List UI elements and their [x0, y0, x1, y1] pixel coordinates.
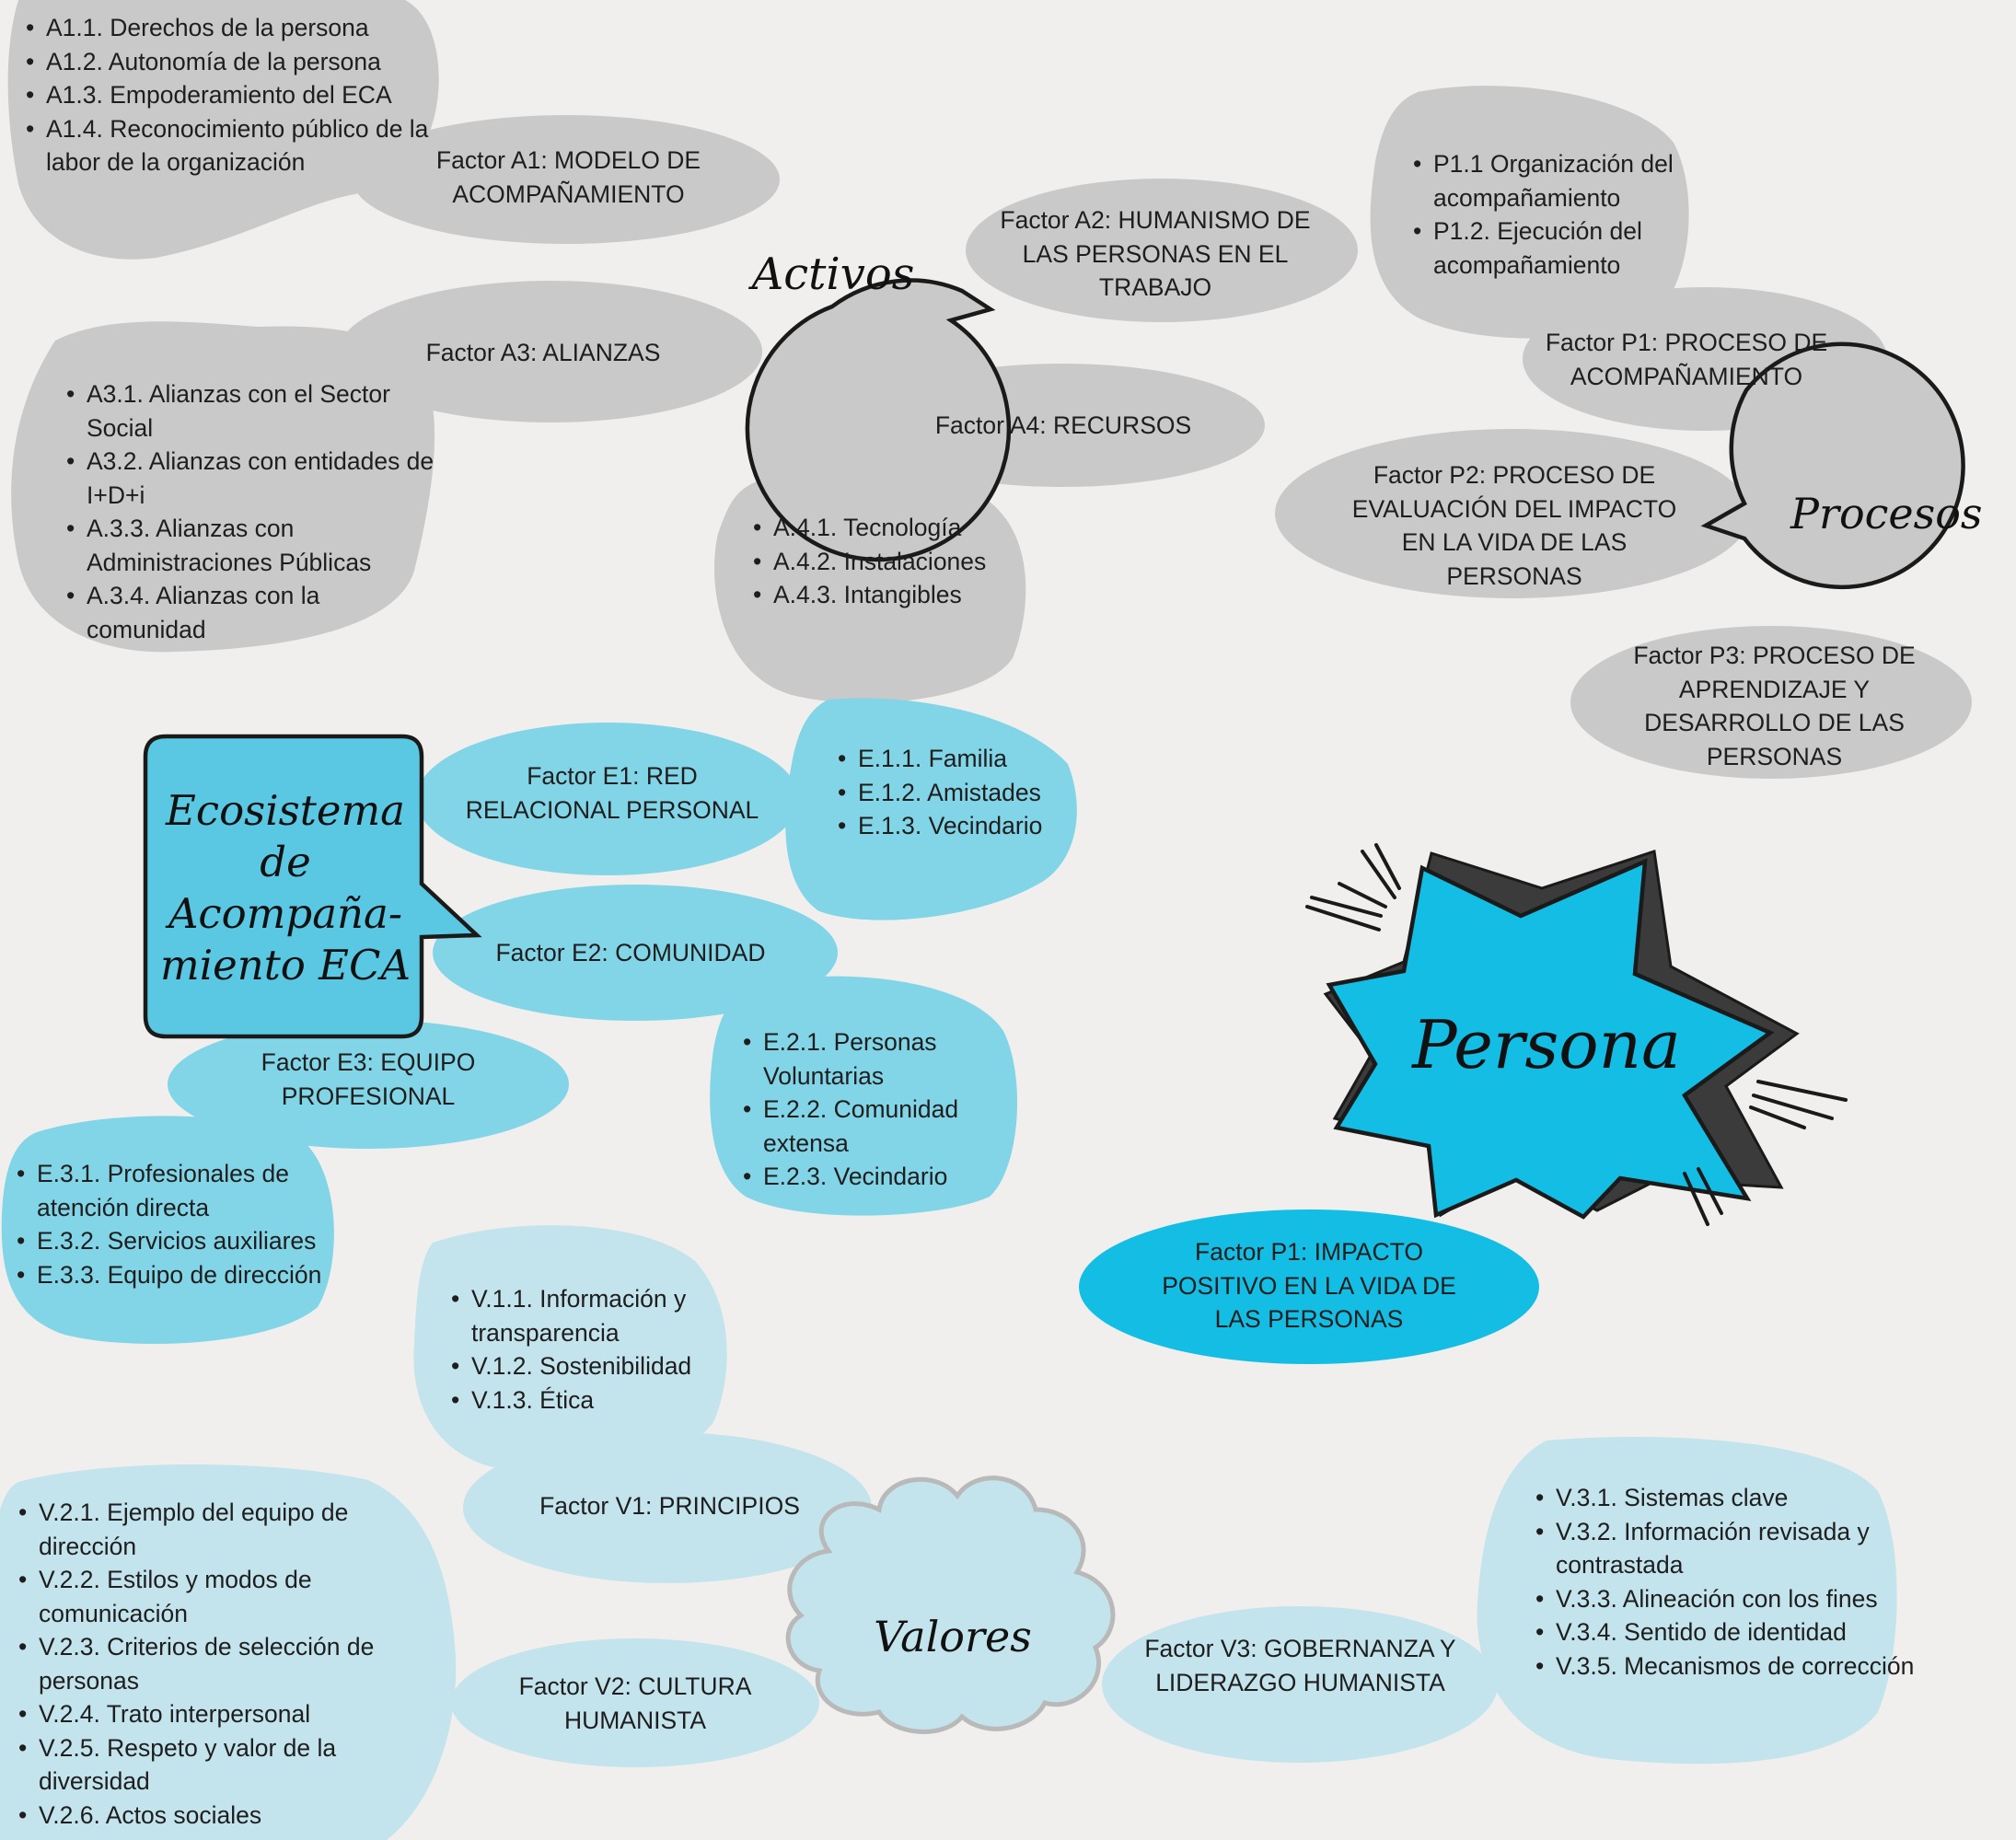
bubble-procesos: [1700, 341, 1965, 590]
blob-e2-factor: [433, 885, 838, 1021]
burst-persona: [1326, 858, 1775, 1220]
list-item: V.2.3. Criterios de selección de persona…: [18, 1630, 387, 1697]
list-item: V.2.1. Ejemplo del equipo de dirección: [18, 1496, 387, 1563]
list-item: A3.2. Alianzas con entidades de I+D+i: [66, 445, 434, 512]
list-item: V.3.4. Sentido de identidad: [1535, 1615, 1922, 1649]
list-item: A.4.1. Tecnología: [753, 511, 1029, 545]
list-item: V.1.1. Información y transparencia: [451, 1282, 727, 1349]
list-item: A.3.3. Alianzas con Administraciones Púb…: [66, 512, 434, 579]
blob-a1-factor: [353, 115, 780, 244]
e3-factor-title: Factor E3: EQUIPO PROFESIONAL: [261, 1048, 476, 1110]
ecosistema-title: Ecosistema de Acompaña- miento ECA: [160, 786, 411, 989]
e1-factor-title: Factor E1: RED RELACIONAL PERSONAL: [465, 762, 759, 824]
blob-a2-factor: [966, 179, 1358, 322]
blob-e3-factor: [168, 1020, 569, 1149]
persona-factor-title: Factor P1: IMPACTO POSITIVO EN LA VIDA D…: [1162, 1238, 1456, 1333]
list-item: A1.1. Derechos de la persona: [26, 11, 431, 45]
e2-factor-title: Factor E2: COMUNIDAD: [495, 939, 766, 966]
a1-items-list: A1.1. Derechos de la persona A1.2. Auton…: [26, 11, 431, 179]
v1-factor-title: Factor V1: PRINCIPIOS: [539, 1492, 800, 1520]
cloud-valores: [785, 1475, 1116, 1734]
list-item: E.3.3. Equipo de dirección: [17, 1258, 348, 1292]
list-item: A1.2. Autonomía de la persona: [26, 45, 431, 79]
persona-title: Persona: [1412, 1006, 1681, 1083]
list-item: A.4.3. Intangibles: [753, 578, 1029, 612]
valores-title: Valores: [874, 1612, 1032, 1661]
list-item: E.1.3. Vecindario: [838, 809, 1077, 843]
bubble-ecosistema: [143, 734, 482, 1039]
blob-v1-factor: [463, 1432, 872, 1583]
blob-p2-factor: [1275, 429, 1750, 598]
list-item: P1.2. Ejecución del acompañamiento: [1413, 214, 1689, 282]
list-item: A.3.4. Alianzas con la comunidad: [66, 579, 434, 646]
a4-factor-title: Factor A4: RECURSOS: [934, 411, 1192, 439]
p2-factor-title: Factor P2: PROCESO DE EVALUACIÓN DEL IMP…: [1351, 461, 1677, 590]
list-item: E.2.1. Personas Voluntarias: [743, 1025, 1010, 1093]
list-item: V.1.2. Sostenibilidad: [451, 1349, 727, 1383]
procesos-title: Procesos: [1790, 489, 1983, 538]
list-item: V.2.5. Respeto y valor de la diversidad: [18, 1731, 387, 1799]
a2-factor-title: Factor A2: HUMANISMO DE LAS PERSONAS EN …: [1000, 206, 1311, 301]
a3-items-list: A3.1. Alianzas con el Sector Social A3.2…: [66, 377, 434, 646]
p1-factor-title: Factor P1: PROCESO DE ACOMPAÑAMIENTO: [1545, 329, 1828, 390]
blob-p3-factor: [1570, 626, 1972, 779]
list-item: A1.4. Reconocimiento público de la labor…: [26, 112, 431, 179]
blob-v3-factor: [1102, 1606, 1498, 1763]
list-item: P1.1 Organización del acompañamiento: [1413, 147, 1689, 214]
p1-items-list: P1.1 Organización del acompañamiento P1.…: [1413, 147, 1689, 282]
list-item: V.2.4. Trato interpersonal: [18, 1697, 387, 1731]
list-item: E.2.2. Comunidad extensa: [743, 1093, 1010, 1160]
blob-a3-factor: [339, 281, 762, 422]
a3-factor-title: Factor A3: ALIANZAS: [425, 339, 661, 366]
list-item: V.3.1. Sistemas clave: [1535, 1481, 1922, 1515]
e1-items-list: E.1.1. Familia E.1.2. Amistades E.1.3. V…: [838, 742, 1077, 843]
list-item: V.3.2. Información revisada y contrastad…: [1535, 1515, 1922, 1582]
v3-factor-title: Factor V3: GOBERNANZA Y LIDERAZGO HUMANI…: [1144, 1635, 1456, 1696]
list-item: A3.1. Alianzas con el Sector Social: [66, 377, 434, 445]
e3-items-list: E.3.1. Profesionales de atención directa…: [17, 1157, 348, 1291]
list-item: V.3.5. Mecanismos de corrección: [1535, 1649, 1922, 1684]
v3-items-list: V.3.1. Sistemas clave V.3.2. Información…: [1535, 1481, 1922, 1683]
list-item: A.4.2. Instalaciones: [753, 545, 1029, 579]
list-item: E.3.1. Profesionales de atención directa: [17, 1157, 348, 1224]
list-item: V.1.3. Ética: [451, 1383, 727, 1418]
p3-factor-title: Factor P3: PROCESO DE APRENDIZAJE Y DESA…: [1633, 642, 1916, 770]
list-item: E.3.2. Servicios auxiliares: [17, 1224, 348, 1258]
list-item: V.2.2. Estilos y modos de comunicación: [18, 1563, 387, 1630]
a1-factor-title: Factor A1: MODELO DE ACOMPAÑAMIENTO: [435, 146, 701, 208]
list-item: A1.3. Empoderamiento del ECA: [26, 78, 431, 112]
list-item: E.2.3. Vecindario: [743, 1160, 1010, 1194]
blob-e1-factor: [416, 723, 799, 875]
list-item: E.1.2. Amistades: [838, 776, 1077, 810]
a4-items-list: A.4.1. Tecnología A.4.2. Instalaciones A…: [753, 511, 1029, 612]
v1-items-list: V.1.1. Información y transparencia V.1.2…: [451, 1282, 727, 1417]
v2-items-list: V.2.1. Ejemplo del equipo de dirección V…: [18, 1496, 387, 1832]
burst-action-lines: [1305, 843, 1848, 1226]
list-item: V.2.6. Actos sociales: [18, 1799, 387, 1833]
activos-title: Activos: [751, 249, 915, 300]
list-item: E.1.1. Familia: [838, 742, 1077, 776]
blob-persona-factor: [1079, 1209, 1539, 1364]
blob-v2-factor: [451, 1638, 819, 1767]
list-item: V.3.3. Alineación con los fines: [1535, 1582, 1922, 1616]
e2-items-list: E.2.1. Personas Voluntarias E.2.2. Comun…: [743, 1025, 1010, 1194]
v2-factor-title: Factor V2: CULTURA HUMANISTA: [518, 1672, 752, 1734]
